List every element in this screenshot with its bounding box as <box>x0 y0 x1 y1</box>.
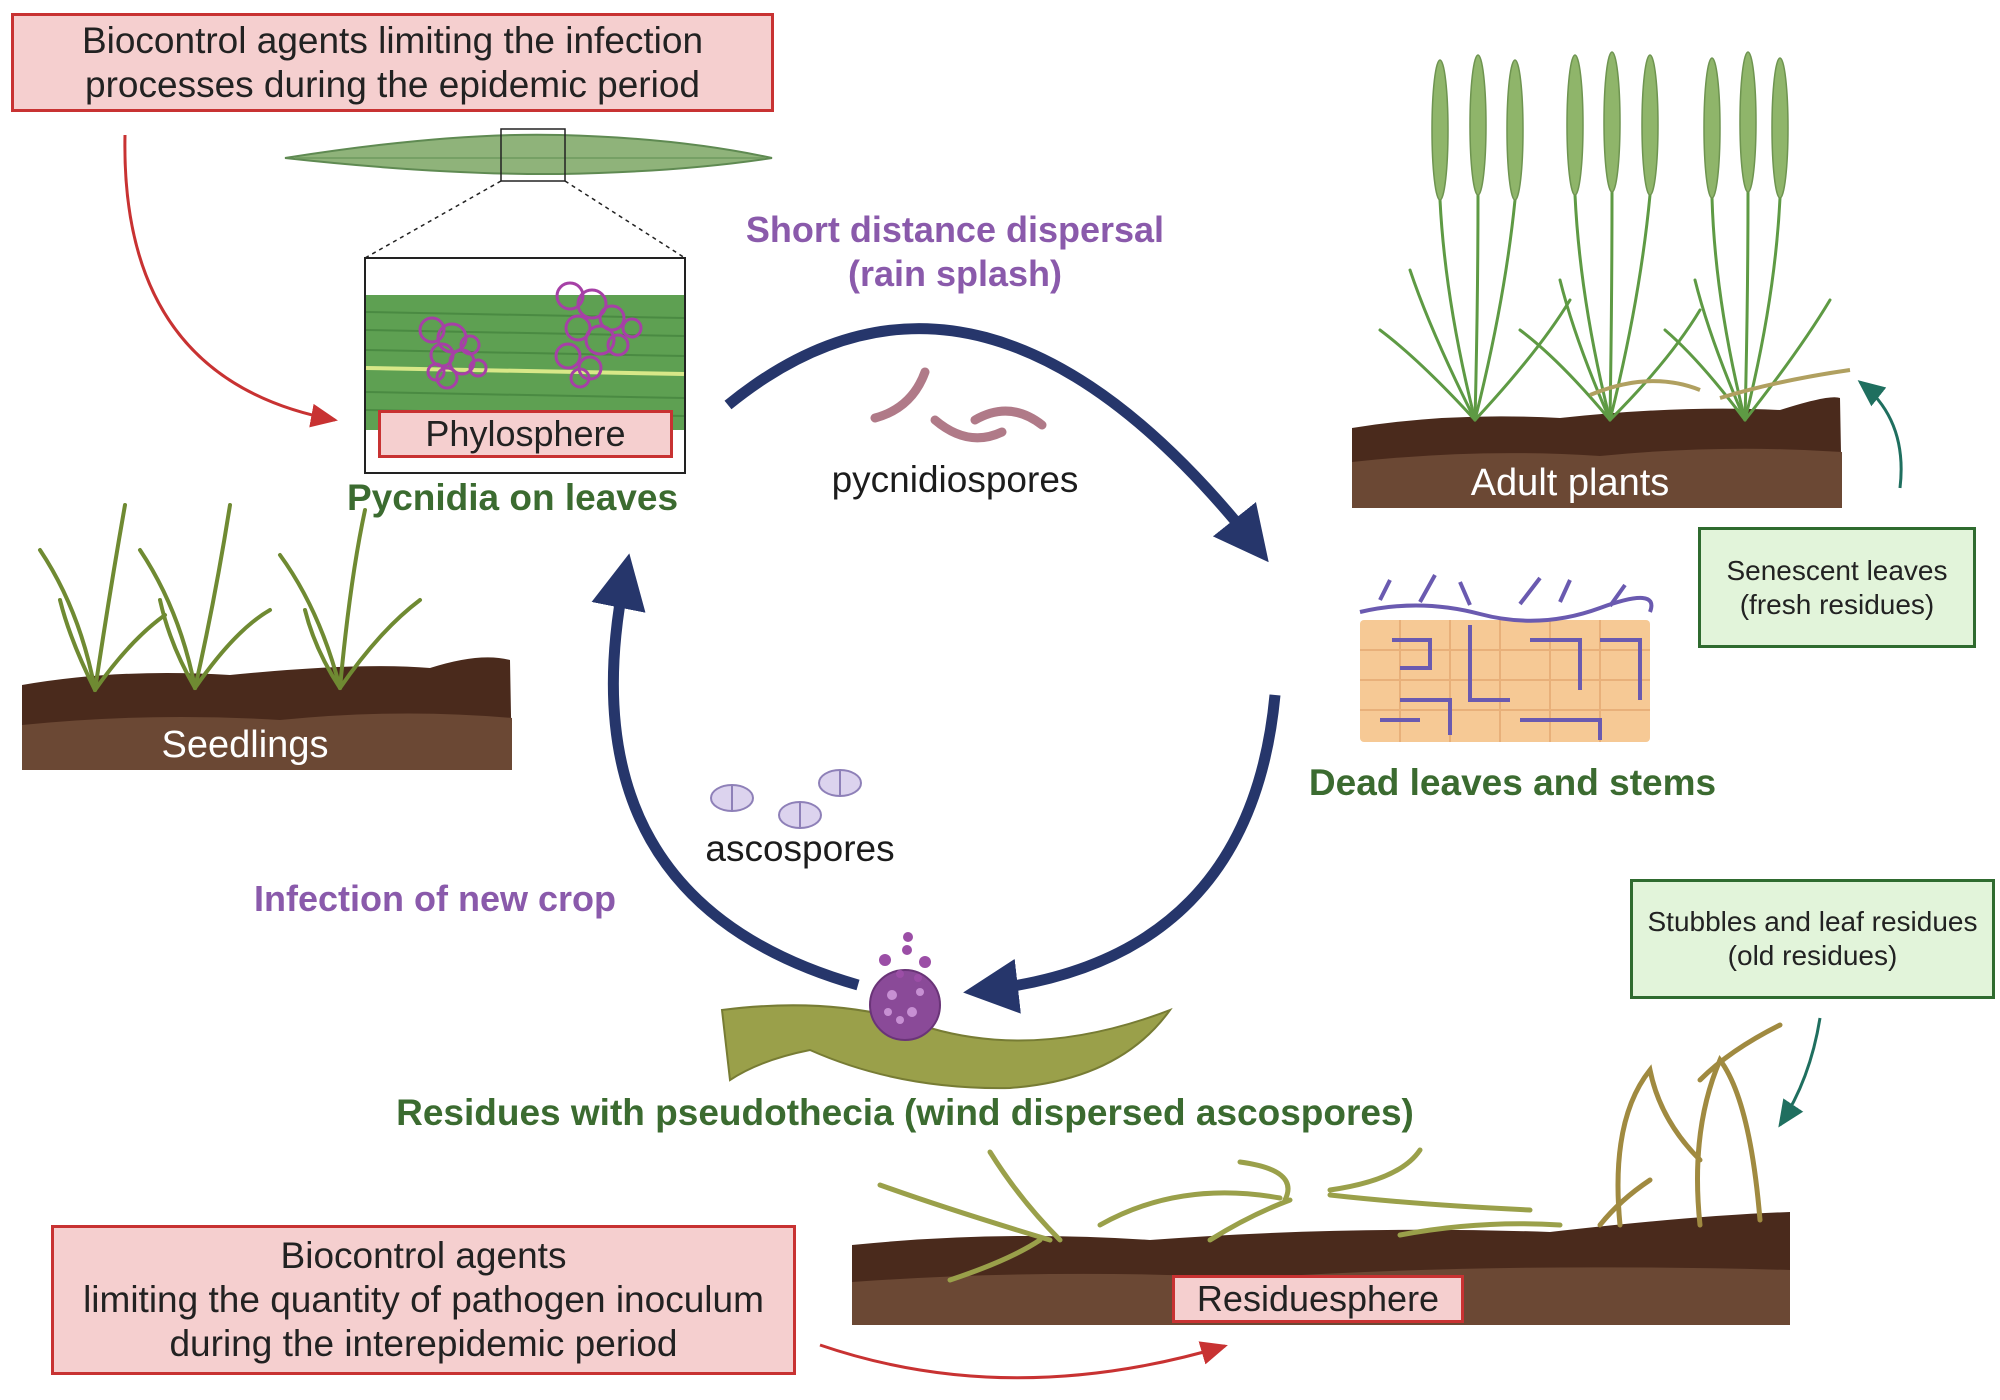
top-leaf <box>284 133 773 176</box>
biocontrol-epidemic-line-1: Biocontrol agents limiting the infection <box>81 19 704 61</box>
seedlings-label: Seedlings <box>161 724 329 766</box>
biocontrol-interepidemic-line-1: Biocontrol agents <box>280 1235 567 1276</box>
short-distance-label: Short distance dispersal (rain splash) <box>700 208 1210 296</box>
cycle-arrow-right <box>963 694 1281 1014</box>
senescent-leaves-box: Senescent leaves (fresh residues) <box>1698 527 1976 648</box>
red-arrow-interepidemic <box>819 1341 1228 1380</box>
infection-new-crop-label: Infection of new crop <box>253 878 616 919</box>
residue-leaf <box>720 1004 1173 1090</box>
teal-arrow-stubbles <box>1778 1017 1822 1128</box>
pycnidiospores-label: pycnidiospores <box>831 459 1079 500</box>
pycnidiospores-shapes <box>870 367 1047 443</box>
adult-plants-label: Adult plants <box>1470 462 1670 504</box>
dead-leaves-label: Dead leaves and stems <box>1308 762 1717 803</box>
biocontrol-interepidemic-line-2: limiting the quantity of pathogen inocul… <box>83 1279 764 1320</box>
dead-tissue <box>1359 574 1654 742</box>
pycnidia-cluster <box>418 281 643 390</box>
residue-straws <box>877 1147 1563 1283</box>
residuesphere-box: Residuesphere <box>1172 1275 1464 1323</box>
stubbles <box>1597 1022 1783 1228</box>
biocontrol-epidemic-box: Biocontrol agents limiting the infection… <box>11 13 774 112</box>
ascospores-shapes <box>710 769 862 829</box>
teal-arrow-senescent <box>1857 380 1903 489</box>
residuesphere-label: Residuesphere <box>1196 1278 1440 1319</box>
red-arrow-epidemic <box>123 134 338 428</box>
stubbles-box: Stubbles and leaf residues (old residues… <box>1630 879 1995 999</box>
phylosphere-label: Phylosphere <box>425 413 626 454</box>
ascospores-label: ascospores <box>705 828 895 869</box>
biocontrol-interepidemic-line-3: during the interepidemic period <box>169 1323 678 1364</box>
biocontrol-interepidemic-box: Biocontrol agents limiting the quantity … <box>51 1225 796 1375</box>
leaf-zoom-square <box>500 128 566 182</box>
seedlings-plants <box>38 503 422 692</box>
pseudothecium <box>869 969 941 1041</box>
short-distance-line-2: (rain splash) <box>847 253 1063 294</box>
cycle-arrow-top <box>724 323 1269 563</box>
senescent-line-1: Senescent leaves <box>1726 554 1948 586</box>
cycle-arrow-left <box>591 553 860 991</box>
residues-pseudothecia-label: Residues with pseudothecia (wind dispers… <box>396 1092 1414 1133</box>
phylosphere-box: Phylosphere <box>378 410 673 458</box>
senescent-line-2: (fresh residues) <box>1739 588 1935 620</box>
pycnidia-on-leaves-label: Pycnidia on leaves <box>346 477 679 518</box>
adult-plants-stems <box>1378 190 1832 422</box>
short-distance-line-1: Short distance dispersal <box>745 209 1165 250</box>
biocontrol-epidemic-line-2: processes during the epidemic period <box>85 63 700 105</box>
stubbles-line-2: (old residues) <box>1727 940 1898 971</box>
stubbles-line-1: Stubbles and leaf residues <box>1647 906 1978 937</box>
wheat-ears <box>1431 51 1789 201</box>
